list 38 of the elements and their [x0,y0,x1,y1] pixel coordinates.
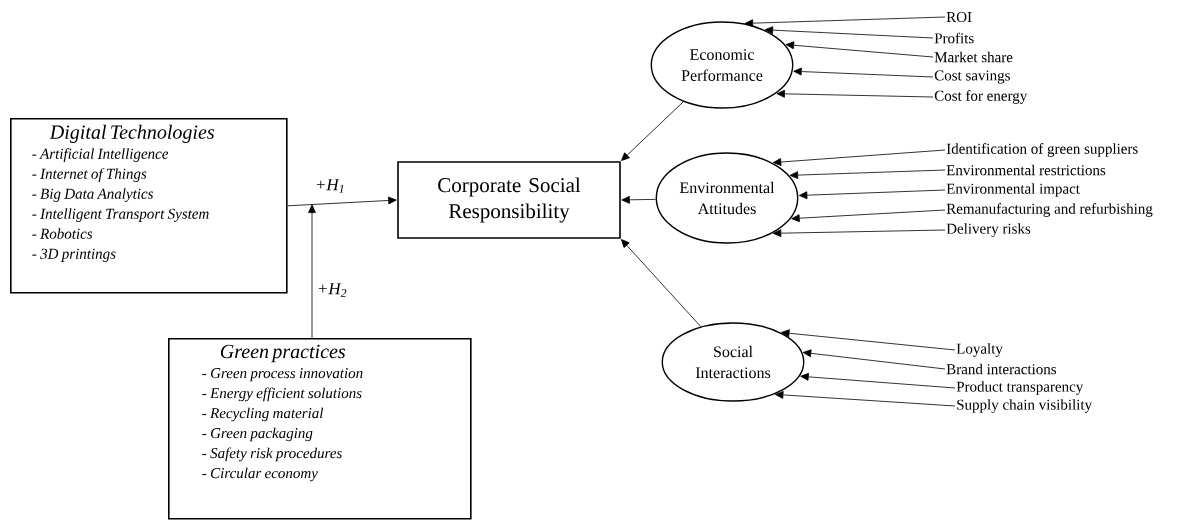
indicator-label: Product transparency [956,381,1084,395]
indicator-label: Supply chain visibility [957,399,1092,413]
indicator-label: Environmental impact [946,183,1080,197]
arrow [789,169,946,179]
arrow [798,189,946,200]
arrow [621,101,684,161]
indicator-label: Environmental restrictions [946,164,1106,176]
arrow [776,89,934,98]
indicator-label: Loyalty [956,343,1003,357]
arrow [775,391,956,407]
arrow [785,41,934,58]
indicator-label: Cost savings [934,70,1010,84]
indicator-label: ROI [946,11,972,23]
indicator-label: Brand interactions [946,363,1057,375]
arrow [800,372,956,389]
indicator-label: Profits [934,32,974,44]
arrow [802,349,946,370]
arrow [781,329,956,351]
arrow [308,204,316,339]
indicator-label: Delivery risks [946,223,1031,237]
arrow [764,26,934,39]
indicator-label: Cost for energy [934,90,1028,104]
edge-label: +H$_{2}$ [318,283,347,297]
arrow [791,209,946,223]
construct-box: Corporate Social Responsibility [397,161,621,239]
arrow [793,67,934,78]
arrow [744,16,946,28]
arrow [621,195,657,204]
indicator-label: Remanufacturing and refurbishing [946,203,1153,217]
edge-label: +H$_{1}$ [316,179,344,193]
arrow [621,239,702,327]
arrow [287,196,397,207]
indicator-label: Market share [934,51,1013,63]
arrow [772,229,946,238]
arrow [772,149,946,166]
indicator-label: Identification of green suppliers [946,143,1138,157]
item-list-box: Green practices - Green process innovation - Energy efficient solutions - Recycling material - Green packaging - Safety risk procedures - Circular economy [168,338,472,520]
item-list-box: Digital Technologies - Artificial Intelligence - Internet of Things - Big Data Analytics - Intelligent Transport System - Robotics - 3D printings [10,118,288,294]
